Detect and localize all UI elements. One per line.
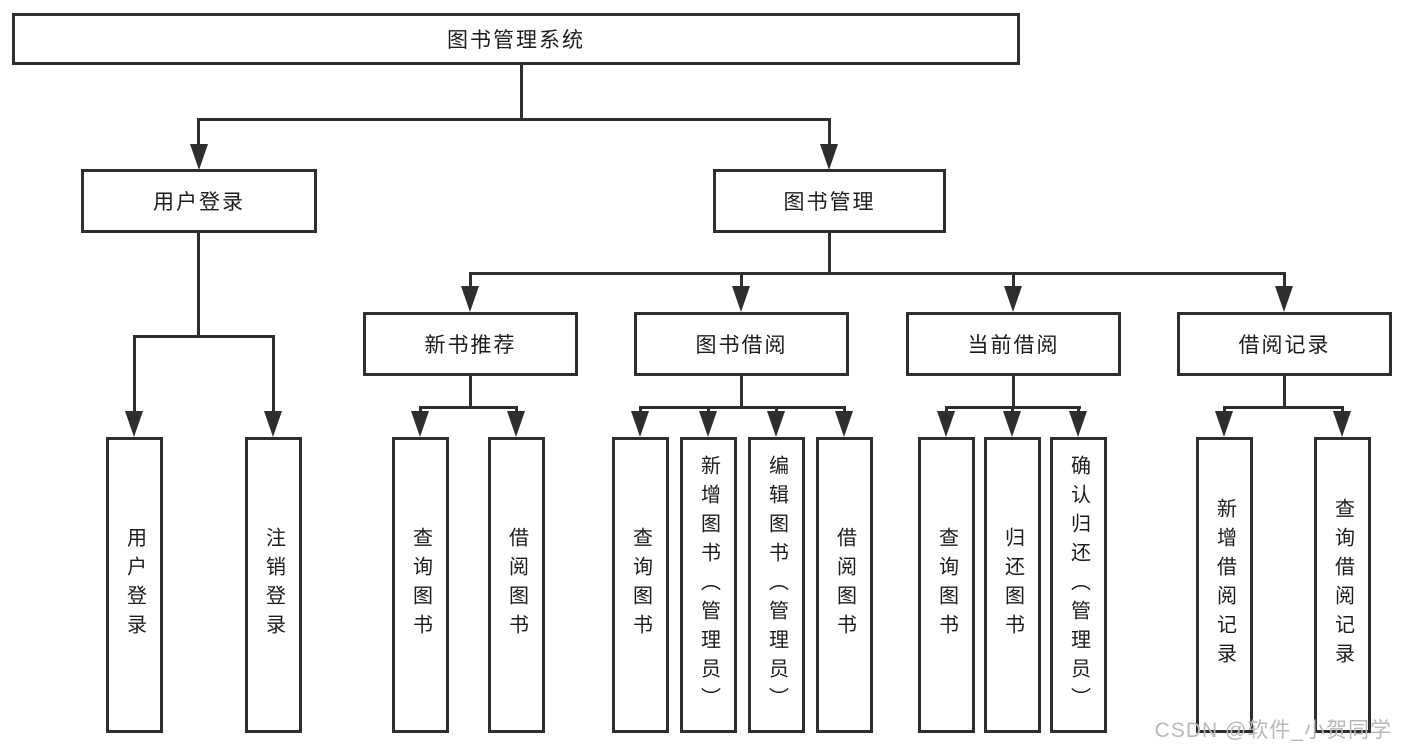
arrowhead-icon bbox=[264, 411, 282, 437]
connector-line bbox=[133, 335, 136, 412]
connector-line bbox=[1012, 376, 1015, 409]
node-label: 借阅图书 bbox=[833, 527, 856, 643]
arrowhead-icon bbox=[835, 411, 853, 437]
leaf-records-add-record: 新增借阅记录 bbox=[1196, 437, 1253, 733]
arrowhead-icon bbox=[461, 286, 479, 312]
leaf-newbook-query-books: 查询图书 bbox=[392, 437, 449, 733]
arrowhead-icon bbox=[820, 144, 838, 170]
leaf-records-query-record: 查询借阅记录 bbox=[1314, 437, 1371, 733]
connector-line bbox=[520, 65, 523, 118]
connector-line bbox=[198, 118, 831, 121]
node-label: 借阅图书 bbox=[505, 527, 528, 643]
leaf-borrow-query-books: 查询图书 bbox=[612, 437, 669, 733]
connector-line bbox=[272, 335, 275, 412]
node-label: 当前借阅 bbox=[967, 334, 1060, 357]
arrowhead-icon bbox=[1004, 286, 1022, 312]
connector-line bbox=[1077, 406, 1080, 413]
connector-line bbox=[133, 335, 275, 338]
connector-line bbox=[1223, 406, 1344, 409]
leaf-logout: 注销登录 bbox=[245, 437, 302, 733]
node-label: 新增图书（管理员） bbox=[697, 454, 720, 716]
leaf-current-return-books: 归还图书 bbox=[984, 437, 1041, 733]
node-label: 查询借阅记录 bbox=[1331, 498, 1354, 672]
connector-line bbox=[469, 376, 472, 409]
connector-line bbox=[828, 118, 831, 146]
arrowhead-icon bbox=[937, 411, 955, 437]
connector-line bbox=[419, 406, 422, 413]
leaf-user-login: 用户登录 bbox=[106, 437, 163, 733]
connector-line bbox=[1283, 376, 1286, 409]
node-user-login: 用户登录 bbox=[81, 169, 317, 233]
connector-line bbox=[945, 406, 948, 413]
leaf-newbook-borrow-books: 借阅图书 bbox=[488, 437, 545, 733]
arrowhead-icon bbox=[1003, 411, 1021, 437]
node-label: 归还图书 bbox=[1001, 527, 1024, 643]
arrowhead-icon bbox=[732, 286, 750, 312]
connector-line bbox=[419, 406, 518, 409]
connector-line bbox=[1012, 272, 1015, 288]
node-book-management: 图书管理 bbox=[713, 169, 946, 233]
connector-line bbox=[1283, 272, 1286, 288]
arrowhead-icon bbox=[1215, 411, 1233, 437]
connector-line bbox=[639, 406, 642, 413]
node-label: 查询图书 bbox=[935, 527, 958, 643]
node-label: 编辑图书（管理员） bbox=[765, 454, 788, 716]
connector-line bbox=[828, 233, 831, 274]
node-label: 用户登录 bbox=[153, 191, 245, 214]
connector-line bbox=[515, 406, 518, 413]
node-label: 查询图书 bbox=[629, 527, 652, 643]
node-label: 图书借阅 bbox=[695, 334, 788, 357]
connector-line bbox=[775, 406, 778, 413]
node-book-borrow: 图书借阅 bbox=[634, 312, 849, 376]
csdn-watermark: CSDN @软件_小贺同学 bbox=[1154, 719, 1392, 742]
leaf-borrow-borrow-books: 借阅图书 bbox=[816, 437, 873, 733]
connector-line bbox=[197, 118, 200, 146]
leaf-borrow-edit-books-admin: 编辑图书（管理员） bbox=[748, 437, 805, 733]
arrowhead-icon bbox=[507, 411, 525, 437]
node-current-borrow: 当前借阅 bbox=[906, 312, 1121, 376]
connector-line bbox=[1223, 406, 1226, 413]
leaf-current-query-books: 查询图书 bbox=[918, 437, 975, 733]
arrowhead-icon bbox=[1069, 411, 1087, 437]
node-library-system: 图书管理系统 bbox=[12, 13, 1020, 65]
connector-line bbox=[1011, 406, 1014, 413]
node-label: 用户登录 bbox=[123, 527, 146, 643]
arrowhead-icon bbox=[767, 411, 785, 437]
node-label: 注销登录 bbox=[262, 527, 285, 643]
arrowhead-icon bbox=[190, 144, 208, 170]
connector-line bbox=[740, 272, 743, 288]
connector-line bbox=[197, 233, 200, 335]
arrowhead-icon bbox=[1275, 286, 1293, 312]
connector-line bbox=[740, 376, 743, 409]
arrowhead-icon bbox=[699, 411, 717, 437]
leaf-borrow-add-books-admin: 新增图书（管理员） bbox=[680, 437, 737, 733]
connector-line bbox=[469, 272, 1285, 275]
node-label: 新书推荐 bbox=[424, 334, 517, 357]
connector-line bbox=[639, 406, 846, 409]
node-label: 图书管理 bbox=[783, 191, 876, 214]
connector-line bbox=[707, 406, 710, 413]
arrowhead-icon bbox=[631, 411, 649, 437]
node-label: 确认归还（管理员） bbox=[1067, 454, 1090, 716]
node-label: 图书管理系统 bbox=[447, 29, 585, 52]
node-new-book-recommend: 新书推荐 bbox=[363, 312, 578, 376]
connector-line bbox=[843, 406, 846, 413]
node-borrow-records: 借阅记录 bbox=[1177, 312, 1392, 376]
arrowhead-icon bbox=[411, 411, 429, 437]
arrowhead-icon bbox=[1333, 411, 1351, 437]
leaf-current-confirm-return-admin: 确认归还（管理员） bbox=[1050, 437, 1107, 733]
arrowhead-icon bbox=[125, 411, 143, 437]
node-label: 新增借阅记录 bbox=[1213, 498, 1236, 672]
node-label: 借阅记录 bbox=[1238, 334, 1331, 357]
node-label: 查询图书 bbox=[409, 527, 432, 643]
connector-line bbox=[1341, 406, 1344, 413]
connector-line bbox=[469, 272, 472, 288]
